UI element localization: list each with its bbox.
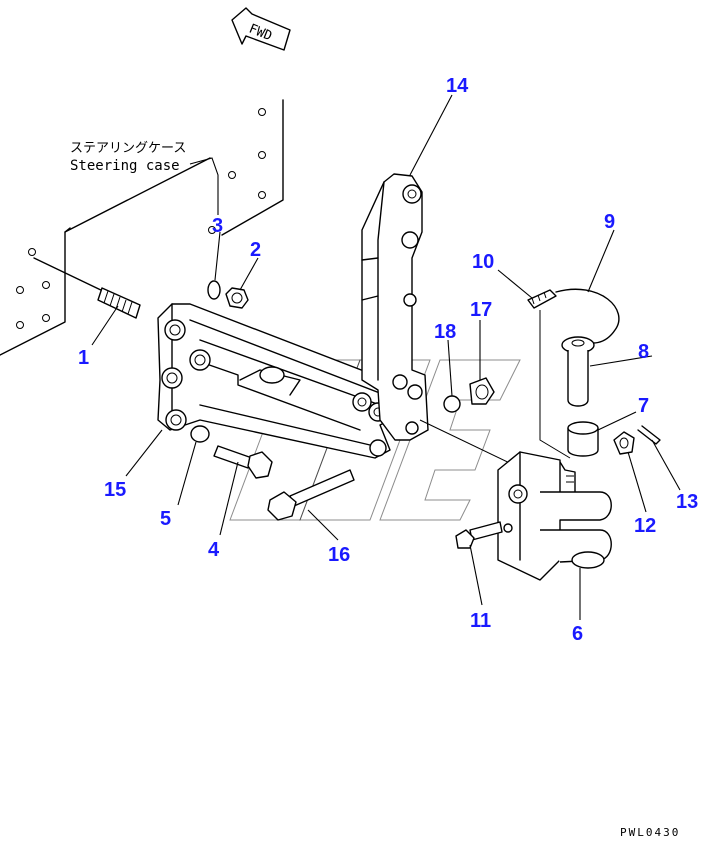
callout-4: 4 xyxy=(208,539,220,561)
bolt-4 xyxy=(213,445,273,479)
nut-17 xyxy=(469,377,495,405)
nut-2 xyxy=(225,287,249,309)
callout-6: 6 xyxy=(572,623,583,645)
callout-18: 18 xyxy=(434,321,456,343)
callout-16: 16 xyxy=(328,544,350,566)
nut-12 xyxy=(613,431,635,455)
bracket xyxy=(157,303,406,459)
pin-clip-10 xyxy=(527,289,557,309)
callouts: 1 2 3 4 5 6 7 8 9 10 11 12 13 14 15 16 1… xyxy=(78,75,698,645)
bolt-11 xyxy=(455,521,503,549)
washer-5 xyxy=(190,425,210,443)
steering-case-label-en: Steering case xyxy=(70,158,180,174)
callout-9: 9 xyxy=(604,211,615,233)
washer-3 xyxy=(207,280,221,300)
steering-case-outline xyxy=(0,99,284,356)
callout-2: 2 xyxy=(250,239,261,261)
callout-1: 1 xyxy=(78,347,89,369)
callout-11: 11 xyxy=(470,610,491,632)
steering-case-label-jp: ステアリングケース xyxy=(70,141,186,156)
callout-3: 3 xyxy=(212,215,223,237)
callout-5: 5 xyxy=(160,508,171,530)
assembly-axis-line xyxy=(419,419,521,469)
bolt-16 xyxy=(267,469,355,521)
drawing-code: PWL0430 xyxy=(620,826,680,839)
callout-13: 13 xyxy=(676,491,698,513)
collar-7 xyxy=(567,421,599,457)
callout-7: 7 xyxy=(638,395,649,417)
steering-lever xyxy=(361,173,429,441)
pin-8 xyxy=(561,336,595,407)
callout-12: 12 xyxy=(634,515,656,537)
callout-14: 14 xyxy=(446,75,469,97)
steering-case-leader xyxy=(189,157,219,215)
washer-18 xyxy=(443,395,461,413)
cotter-pin-13 xyxy=(637,425,661,445)
leader-lines xyxy=(91,94,681,620)
callout-10: 10 xyxy=(472,251,494,273)
callout-8: 8 xyxy=(638,341,649,363)
chain-9 xyxy=(555,288,620,344)
clevis-6 xyxy=(497,451,612,581)
callout-17: 17 xyxy=(470,299,492,321)
assembly-axis-line-2 xyxy=(539,310,571,459)
fwd-label: FWD xyxy=(247,22,275,45)
callout-15: 15 xyxy=(104,479,126,501)
stud-bolt xyxy=(33,257,141,319)
fwd-arrow-icon: FWD xyxy=(231,7,291,51)
